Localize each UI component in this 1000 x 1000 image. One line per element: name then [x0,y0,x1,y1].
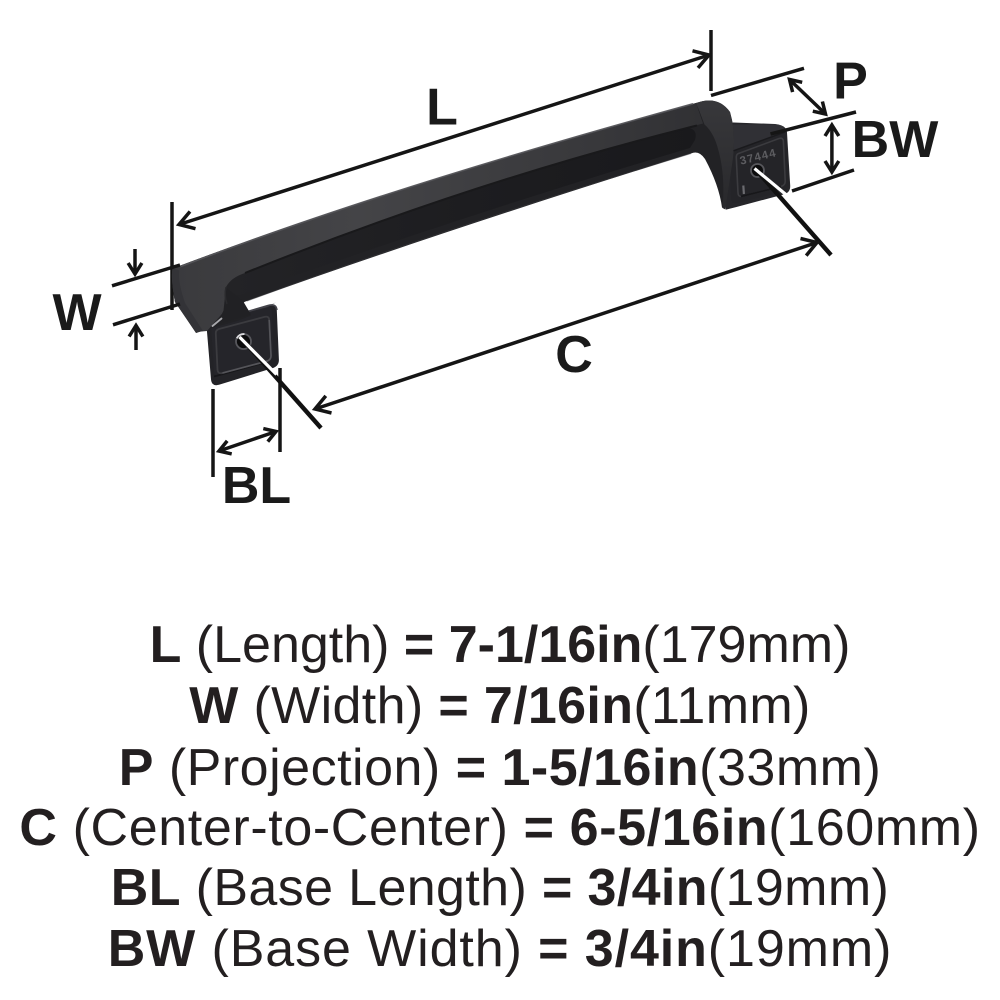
svg-text:BW: BW [852,111,940,169]
svg-text:C (Center-to-Center) = 6-5/16i: C (Center-to-Center) = 6-5/16in(160mm) [19,799,980,857]
svg-text:L (Length) = 7-1/16in(179mm): L (Length) = 7-1/16in(179mm) [150,616,851,674]
svg-text:C: C [555,326,593,384]
svg-text:P: P [833,53,868,111]
svg-text:BL: BL [222,457,291,515]
svg-text:BL (Base Length) = 3/4in(19mm): BL (Base Length) = 3/4in(19mm) [111,859,889,917]
svg-text:P (Projection) = 1-5/16in(33mm: P (Projection) = 1-5/16in(33mm) [119,739,882,797]
svg-text:BW (Base Width) = 3/4in(19mm): BW (Base Width) = 3/4in(19mm) [108,920,893,978]
svg-text:W: W [52,284,102,342]
svg-text:W (Width) = 7/16in(11mm): W (Width) = 7/16in(11mm) [189,677,810,735]
svg-text:L: L [426,79,458,137]
